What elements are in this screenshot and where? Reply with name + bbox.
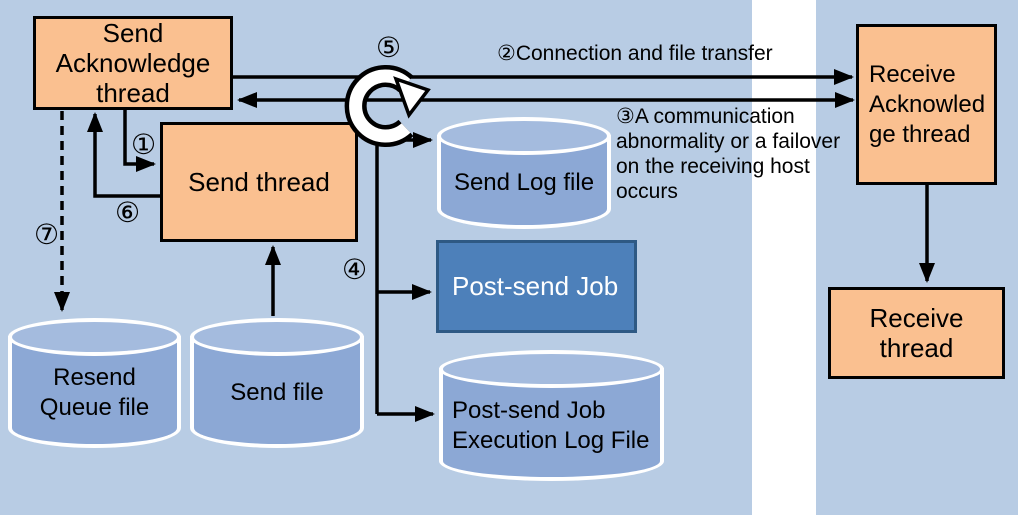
receive-acknowledge-thread-box: Receive Acknowled ge thread [856,24,997,185]
send-thread-label: Send thread [188,167,330,197]
receive-thread-label: Receive thread [869,303,964,363]
cylinder-top [8,318,181,356]
resend-queue-file-label: Resend Queue file [39,364,150,421]
send-log-file-cylinder: Send Log file [437,117,611,229]
cylinder-top [437,117,611,155]
post-send-job-box: Post-send Job [436,240,637,333]
send-file-label: Send file [230,379,324,406]
step7-circled-number: ⑦ [34,218,60,251]
receive-acknowledge-thread-label: Receive Acknowled ge thread [869,60,986,148]
cylinder-body [8,336,181,448]
step1-circled-number: ① [131,128,157,161]
send-file-cylinder: Send file [190,318,364,448]
post-send-job-label: Post-send Job [452,271,619,301]
send-thread-box: Send thread [160,122,358,242]
step5-circled-number: ⑤ [376,31,402,64]
cylinder-top [190,318,364,356]
step4-circled-number: ④ [342,253,368,286]
post-send-job-execution-log-file-label: Post-send Job Execution Log File [452,396,650,454]
cylinder-top [439,350,664,388]
step3-abnormality-note: ③A communication abnormality or a failov… [616,105,841,203]
send-acknowledge-thread-label: Send Acknowledge thread [55,18,211,108]
step2-connection-note: ②Connection and file transfer [497,42,773,65]
post-send-job-execution-log-file-cylinder: Post-send Job Execution Log File [439,350,664,481]
resend-queue-file-cylinder: Resend Queue file [8,318,181,448]
send-log-file-label: Send Log file [453,169,595,196]
step6-circled-number: ⑥ [115,196,141,229]
send-acknowledge-thread-box: Send Acknowledge thread [33,16,233,110]
receive-thread-box: Receive thread [828,287,1005,379]
